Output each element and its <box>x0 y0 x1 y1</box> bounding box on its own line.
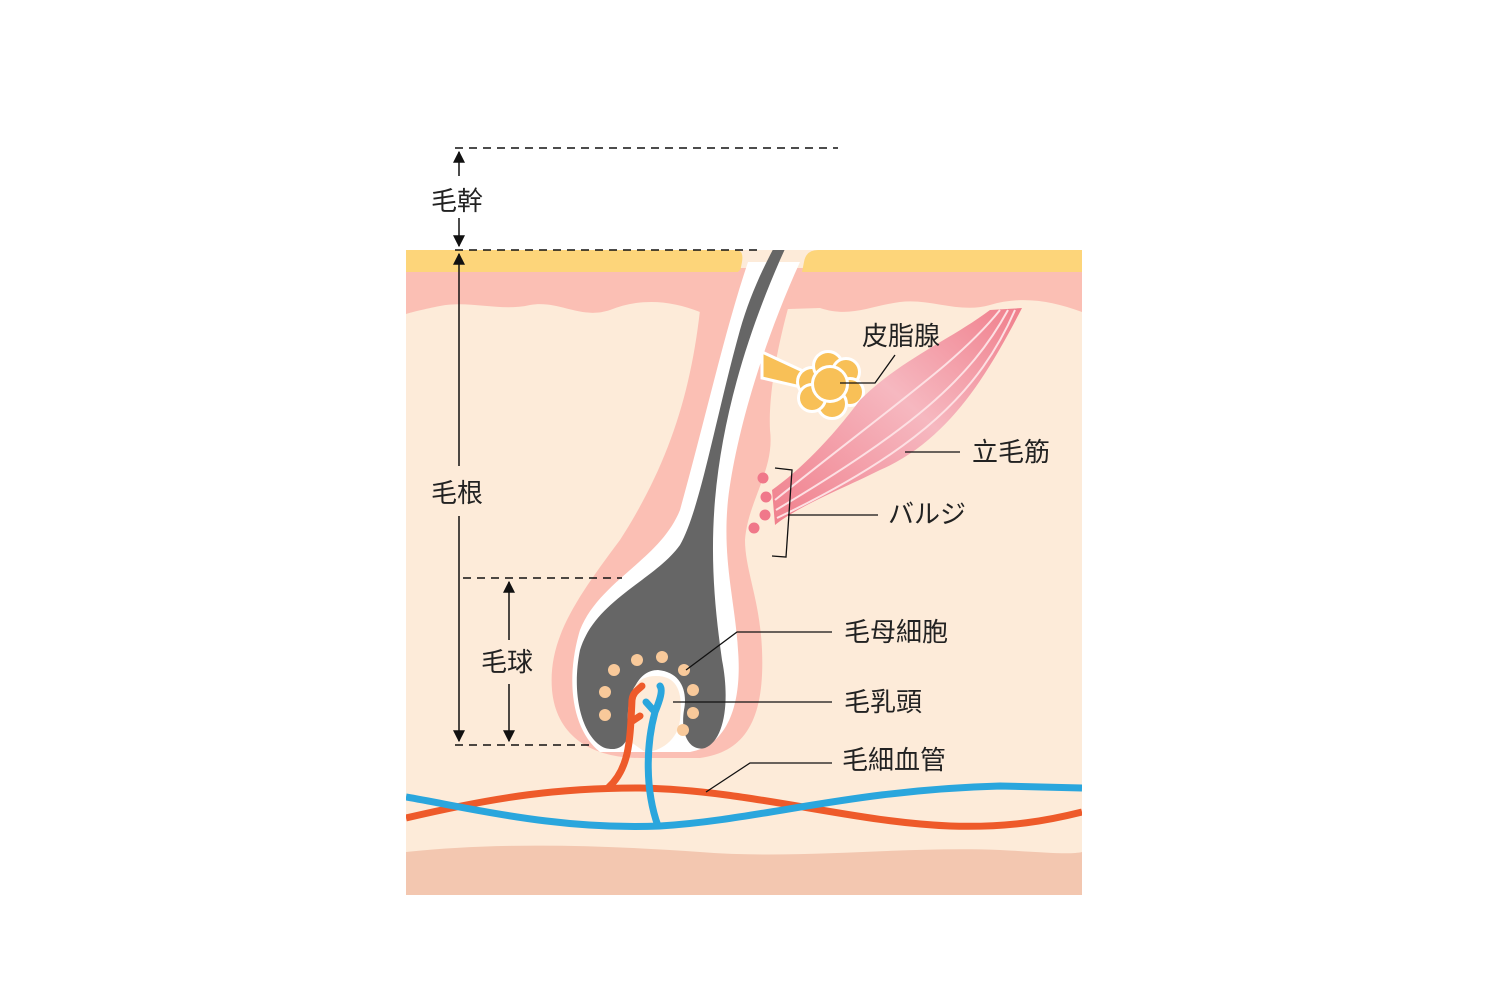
sebaceous-gland <box>796 350 865 420</box>
dimension-lines <box>453 147 838 746</box>
stratum-corneum <box>406 250 1082 272</box>
artery <box>406 784 1082 830</box>
label-hair-shaft: 毛幹 <box>431 187 483 217</box>
label-hair-root: 毛根 <box>431 479 483 509</box>
label-arrector-pili: 立毛筋 <box>972 438 1050 468</box>
artery-branch <box>604 682 646 792</box>
label-hair-bulb: 毛球 <box>481 648 533 678</box>
skin-layers <box>406 250 1082 895</box>
label-capillaries: 毛細血管 <box>842 746 946 776</box>
label-sebaceous-gland: 皮脂腺 <box>862 322 940 352</box>
muscle-fibers <box>774 309 1016 519</box>
vein <box>406 782 1082 830</box>
label-bulge: バルジ <box>888 500 966 530</box>
leader-lines <box>673 354 960 793</box>
hair-shaft <box>576 250 785 749</box>
label-matrix-cells: 毛母細胞 <box>844 618 948 648</box>
matrix-cells <box>599 651 699 736</box>
arrector-pili-muscle <box>772 308 1022 525</box>
label-dermal-papilla: 毛乳頭 <box>844 688 922 718</box>
bulge-cells <box>748 472 772 534</box>
subcutis <box>406 845 1082 895</box>
vein-branch <box>642 682 665 830</box>
